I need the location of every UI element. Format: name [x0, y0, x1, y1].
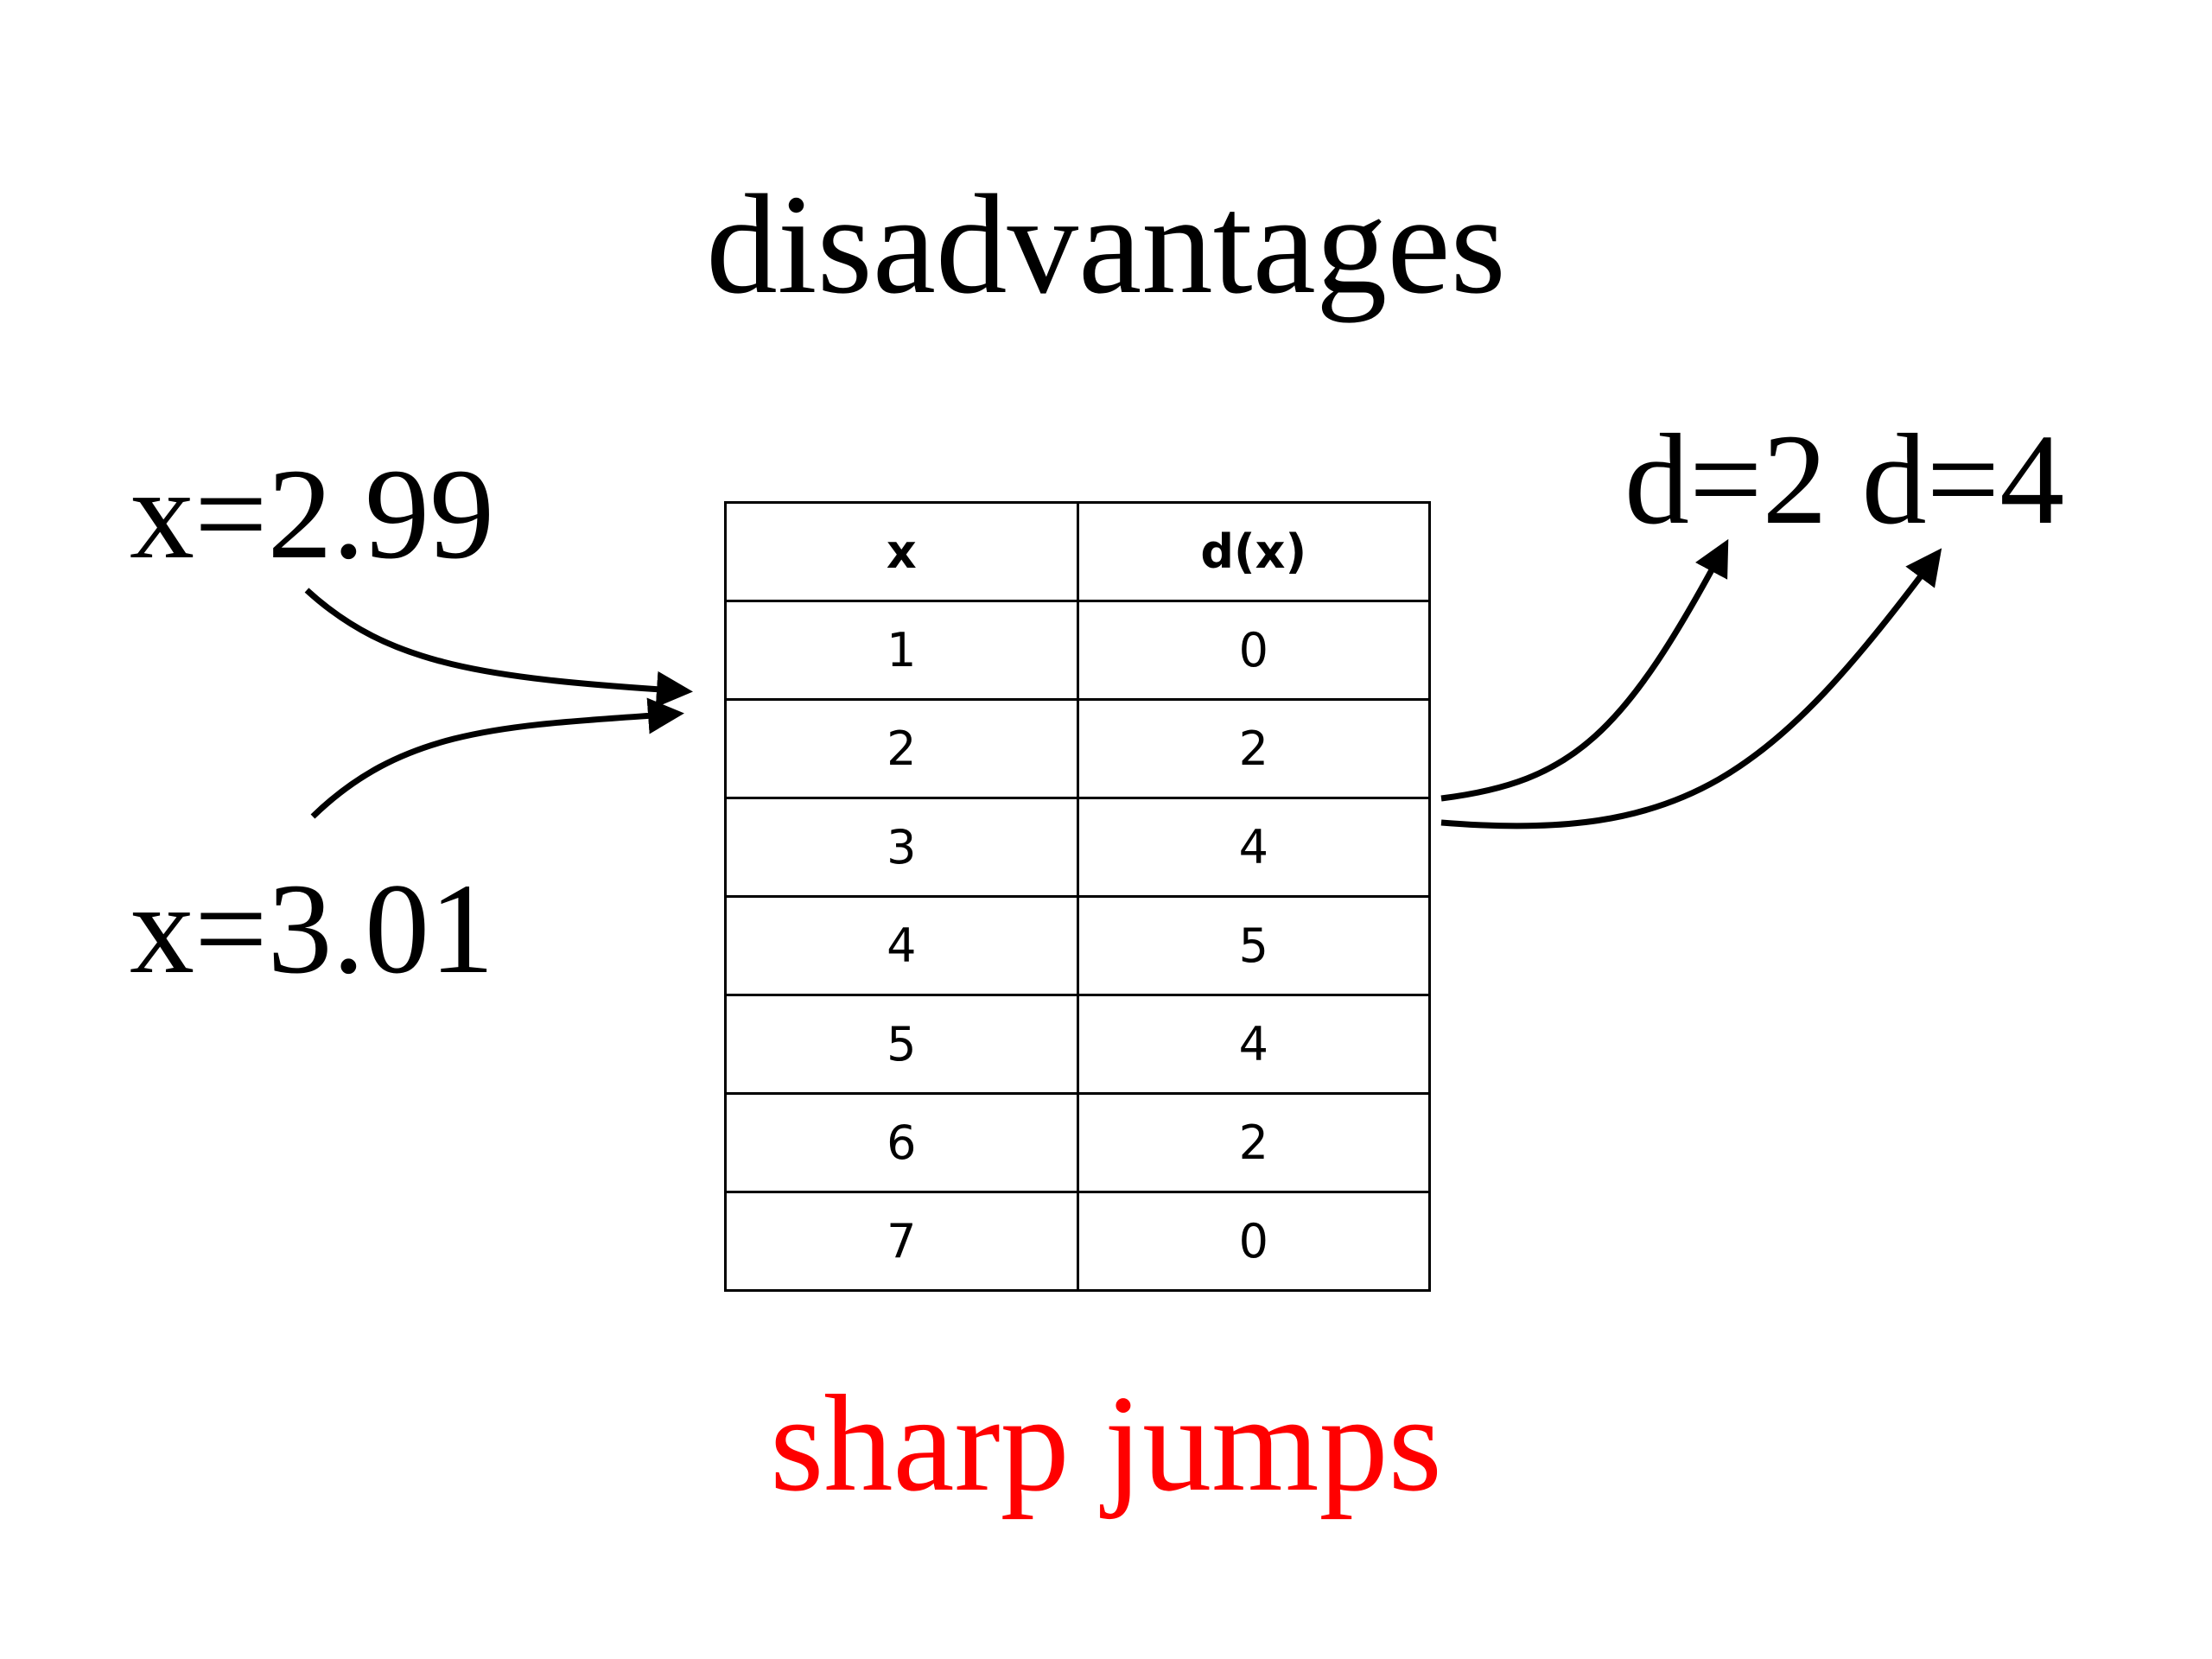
arrow-input-1-to-table [304, 588, 693, 708]
table-row: 1 0 [724, 600, 1431, 701]
cell-d: 4 [1076, 797, 1431, 898]
table-row: 6 2 [724, 1092, 1431, 1193]
cell-x: 2 [724, 698, 1079, 799]
table-row: 7 0 [724, 1191, 1431, 1292]
arrow-table-to-output-2 [1440, 548, 1942, 830]
cell-d: 0 [1076, 1191, 1431, 1292]
caption-sharp-jumps: sharp jumps [770, 1366, 1442, 1520]
cell-d: 4 [1076, 994, 1431, 1095]
table-header-row: x d(x) [724, 501, 1431, 602]
input-label-x-3-01: x=3.01 [130, 857, 495, 1001]
arrow-table-to-output-1 [1440, 538, 1729, 802]
output-label-d-2: d=2 [1624, 408, 1827, 551]
cell-d: 2 [1076, 1092, 1431, 1193]
arrow-input-2-to-table [310, 697, 684, 819]
output-label-d-4: d=4 [1861, 408, 2065, 551]
header-d-x: d(x) [1076, 501, 1431, 602]
cell-x: 5 [724, 994, 1079, 1095]
lookup-table: x d(x) 1 0 2 2 3 4 4 5 5 4 6 2 7 0 [724, 501, 1431, 1292]
cell-x: 4 [724, 895, 1079, 996]
table-row: 3 4 [724, 797, 1431, 898]
table-row: 2 2 [724, 698, 1431, 799]
cell-d: 2 [1076, 698, 1431, 799]
table-row: 4 5 [724, 895, 1431, 996]
table-row: 5 4 [724, 994, 1431, 1095]
input-label-x-2-99: x=2.99 [130, 442, 495, 586]
cell-x: 7 [724, 1191, 1079, 1292]
cell-d: 0 [1076, 600, 1431, 701]
diagram-title: disadvantages [706, 165, 1506, 323]
cell-x: 6 [724, 1092, 1079, 1193]
header-x: x [724, 501, 1079, 602]
cell-d: 5 [1076, 895, 1431, 996]
cell-x: 3 [724, 797, 1079, 898]
cell-x: 1 [724, 600, 1079, 701]
